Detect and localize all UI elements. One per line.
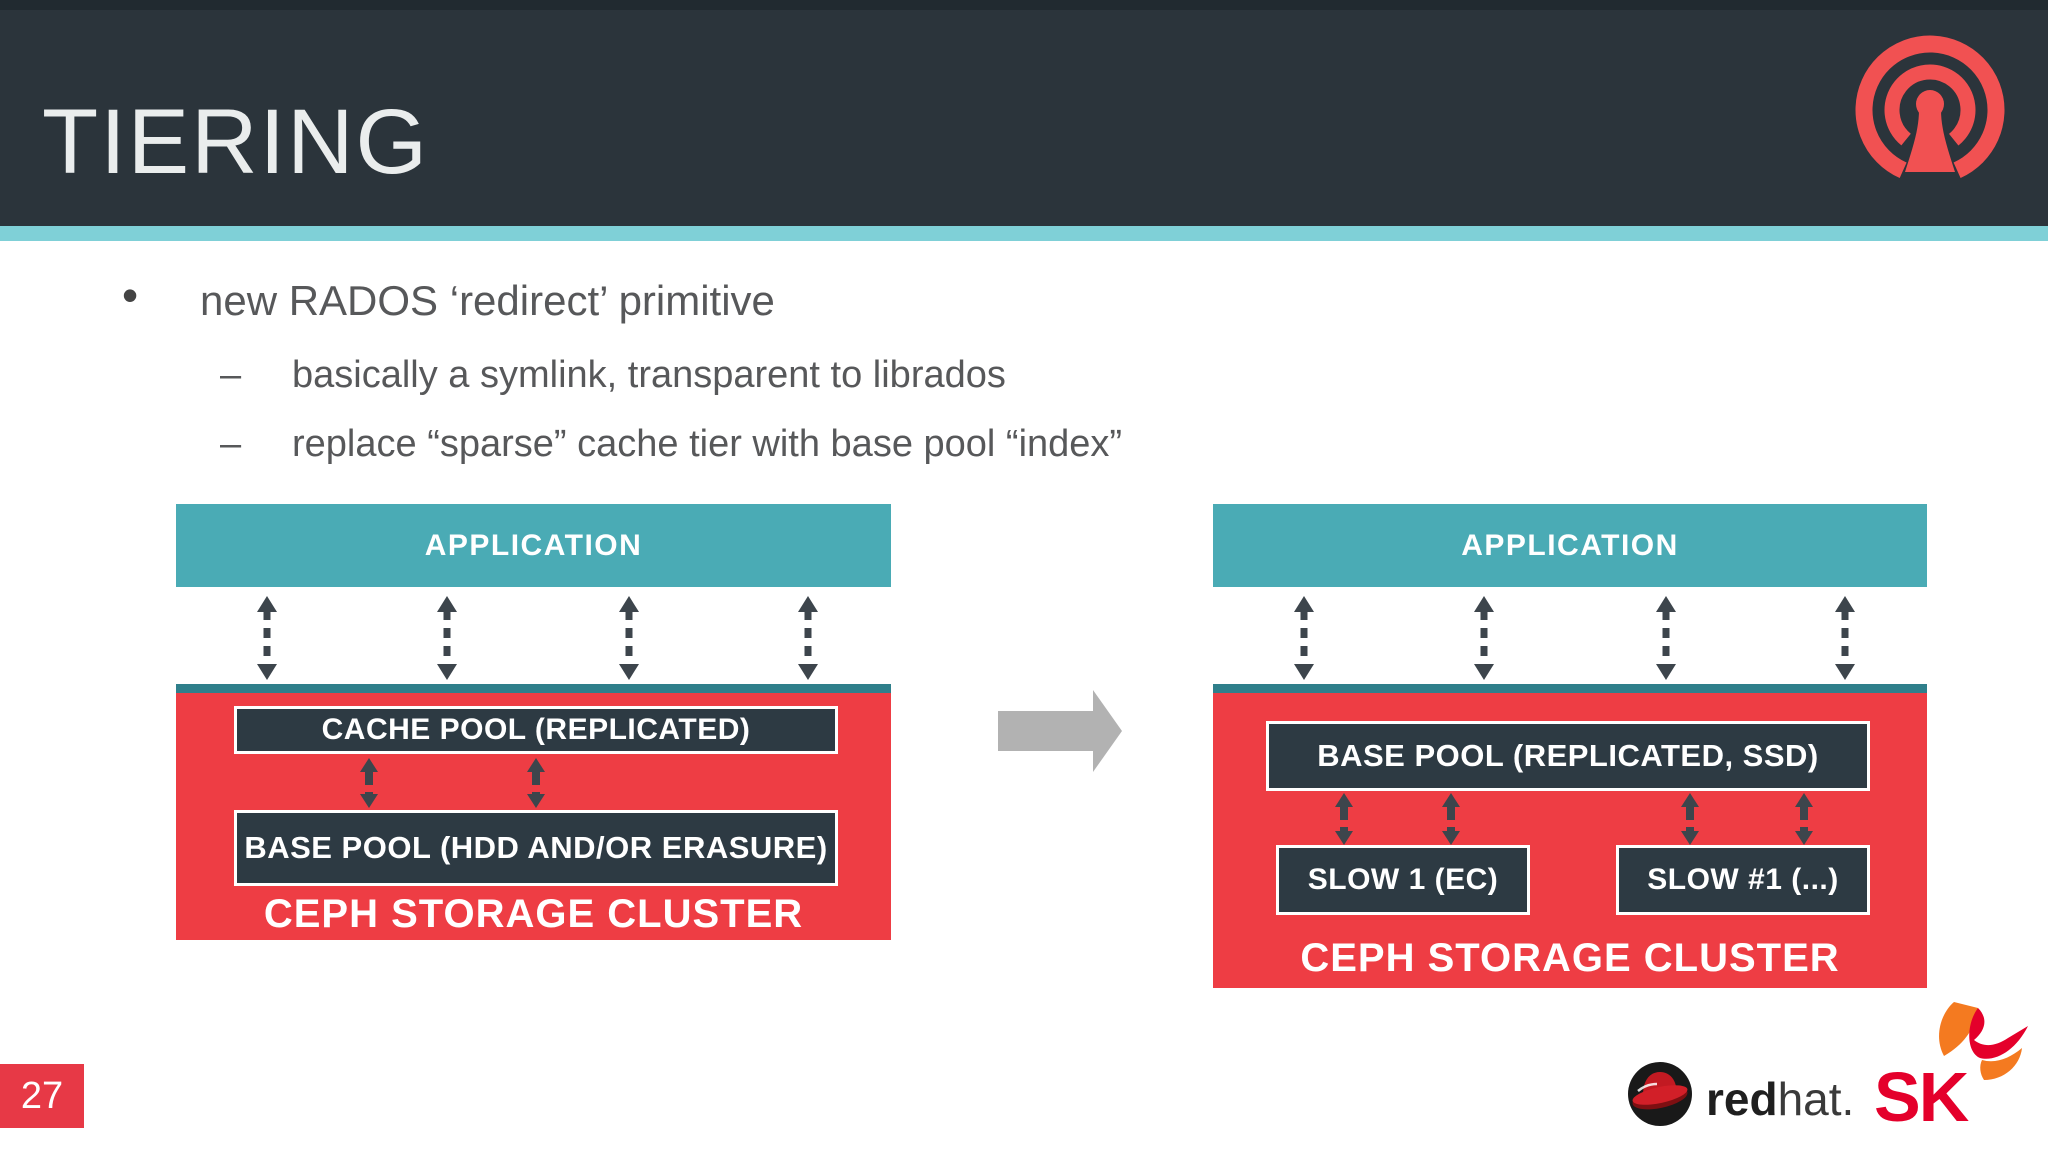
diagram-base-pool-index: APPLICATION BASE POOL (REPLICATED, SSD)	[1213, 504, 1927, 988]
base-pool-ssd-box: BASE POOL (REPLICATED, SSD)	[1266, 721, 1870, 791]
diagram-cache-tier: APPLICATION CACHE POOL (REPLICATED)	[176, 504, 891, 940]
sub-bullet-dash: –	[220, 354, 242, 396]
dashed-double-arrow-icon	[437, 596, 457, 680]
double-arrow-icon	[1681, 793, 1699, 845]
application-bar: APPLICATION	[176, 504, 891, 587]
cache-pool-box: CACHE POOL (REPLICATED)	[234, 706, 838, 754]
dashed-double-arrow-icon	[1656, 596, 1676, 680]
redhat-wordmark-bold: red	[1706, 1073, 1778, 1125]
slide-title: TIERING	[42, 91, 430, 193]
sub-bullet-1: basically a symlink, transparent to libr…	[292, 354, 1006, 396]
cluster-label: CEPH STORAGE CLUSTER	[263, 892, 804, 936]
header-top-strip	[0, 0, 2048, 10]
sk-wordmark: SK	[1874, 1058, 1969, 1136]
dashed-double-arrow-icon	[257, 596, 277, 680]
bullet-main: new RADOS ‘redirect’ primitive	[200, 277, 775, 324]
redhat-wordmark: redhat.	[1706, 1076, 1854, 1122]
page-number-badge: 27	[0, 1064, 84, 1128]
page-number: 27	[20, 1074, 64, 1117]
sk-butterfly-icon	[1939, 1002, 2028, 1080]
cluster-label: CEPH STORAGE CLUSTER	[1300, 936, 1840, 980]
sub-bullet-dash: –	[220, 423, 242, 465]
dashed-double-arrow-icon	[1474, 596, 1494, 680]
ceph-logo-icon	[1855, 35, 2005, 185]
double-arrow-icon	[527, 758, 545, 808]
dashed-double-arrow-icon	[1294, 596, 1314, 680]
application-bar: APPLICATION	[1213, 504, 1927, 587]
slow-pool-2-box: SLOW #1 (...)	[1616, 845, 1870, 915]
right-block-arrow-icon	[998, 690, 1122, 772]
redhat-logo-icon	[1628, 1062, 1692, 1126]
double-arrow-icon	[1442, 793, 1460, 845]
double-arrow-icon	[1335, 793, 1353, 845]
dashed-double-arrow-icon	[619, 596, 639, 680]
redhat-wordmark-light: hat.	[1777, 1073, 1855, 1125]
header-bar: TIERING	[0, 0, 2048, 226]
base-pool-box: BASE POOL (HDD AND/OR ERASURE)	[234, 810, 838, 886]
slow-pool-1-box: SLOW 1 (EC)	[1276, 845, 1530, 915]
double-arrow-icon	[360, 758, 378, 808]
dashed-double-arrow-icon	[1835, 596, 1855, 680]
accent-stripe	[0, 226, 2048, 241]
sub-bullet-2: replace “sparse” cache tier with base po…	[292, 423, 1123, 465]
double-arrow-icon	[1795, 793, 1813, 845]
dashed-double-arrow-icon	[798, 596, 818, 680]
bullet-marker: •	[122, 269, 139, 321]
